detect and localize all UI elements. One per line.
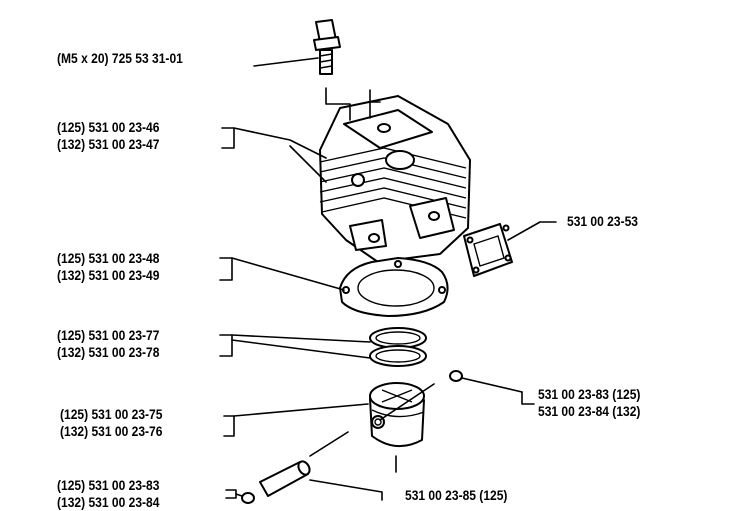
label-exhaust-gasket: 531 00 23-53 — [567, 213, 638, 229]
piston-pin-part — [259, 460, 311, 497]
label-cylinder-gasket: (125) 531 00 23-48 (132) 531 00 23-49 — [57, 250, 160, 283]
label-circlip: 531 00 23-83 (125) 531 00 23-84 (132) — [538, 386, 641, 419]
leader-lines — [219, 57, 557, 501]
bolt-part — [313, 19, 341, 75]
piston-part — [369, 382, 425, 473]
cylinder-gasket-part — [339, 257, 449, 317]
circlip-lower-part — [241, 492, 255, 504]
piston-rings-part — [369, 327, 427, 367]
exhaust-gasket-part — [463, 223, 513, 277]
label-bolt: (M5 x 20) 725 53 31-01 — [57, 50, 183, 66]
label-cylinder: (125) 531 00 23-46 (132) 531 00 23-47 — [57, 119, 160, 152]
circlip-part — [449, 370, 463, 382]
label-piston-pin: 531 00 23-85 (125) — [405, 487, 508, 503]
cylinder-part — [319, 95, 471, 263]
label-circlip-lower: (125) 531 00 23-83 (132) 531 00 23-84 — [57, 477, 160, 510]
label-piston: (125) 531 00 23-75 (132) 531 00 23-76 — [60, 406, 163, 439]
label-piston-rings: (125) 531 00 23-77 (132) 531 00 23-78 — [57, 327, 160, 360]
